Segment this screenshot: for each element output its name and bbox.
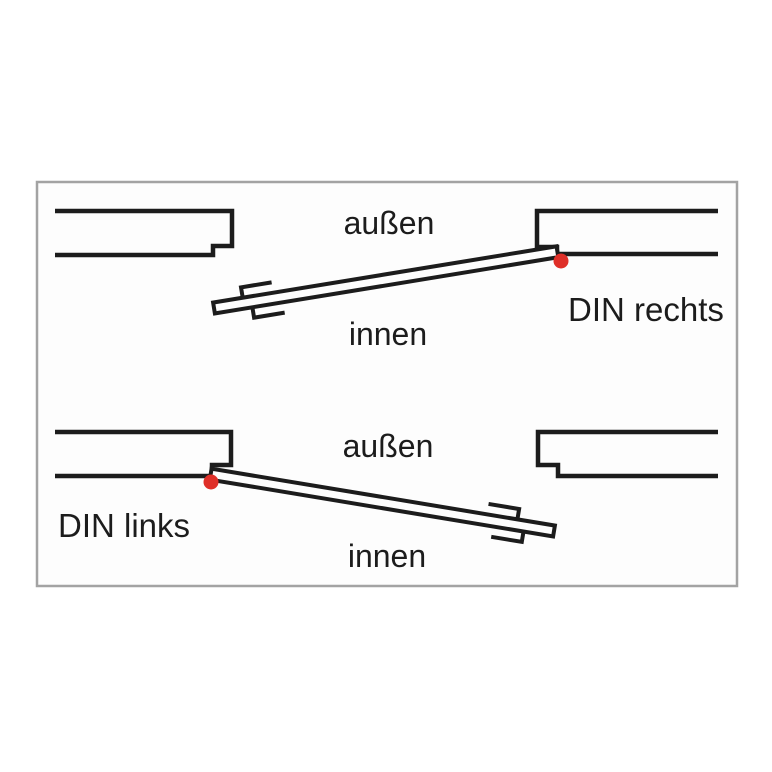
label-outside-top: außen bbox=[344, 205, 435, 241]
door-leaf bbox=[210, 244, 561, 316]
door-leaf-din-rechts bbox=[210, 244, 561, 320]
door-handle-inside-icon bbox=[490, 530, 526, 545]
door-handle-outside-icon bbox=[238, 280, 272, 299]
door-leaf bbox=[207, 466, 558, 539]
label-inside-top: innen bbox=[349, 316, 427, 352]
frame-jamb-bottom-left bbox=[55, 429, 234, 479]
hinge-point-dot-right bbox=[553, 253, 569, 269]
label-din-rechts: DIN rechts bbox=[568, 291, 724, 328]
label-inside-bottom: innen bbox=[348, 538, 426, 574]
label-outside-bottom: außen bbox=[343, 428, 434, 464]
label-din-links: DIN links bbox=[58, 507, 190, 544]
door-leaf-din-links bbox=[207, 466, 558, 545]
door-handle-inside-icon bbox=[250, 306, 286, 320]
door-handle-outside-icon bbox=[488, 501, 522, 521]
frame-jamb-top-left bbox=[55, 208, 235, 258]
frame-jamb-bottom-right bbox=[535, 429, 718, 479]
hinge-point-dot-left bbox=[203, 474, 219, 490]
diagram-panel bbox=[35, 180, 739, 588]
